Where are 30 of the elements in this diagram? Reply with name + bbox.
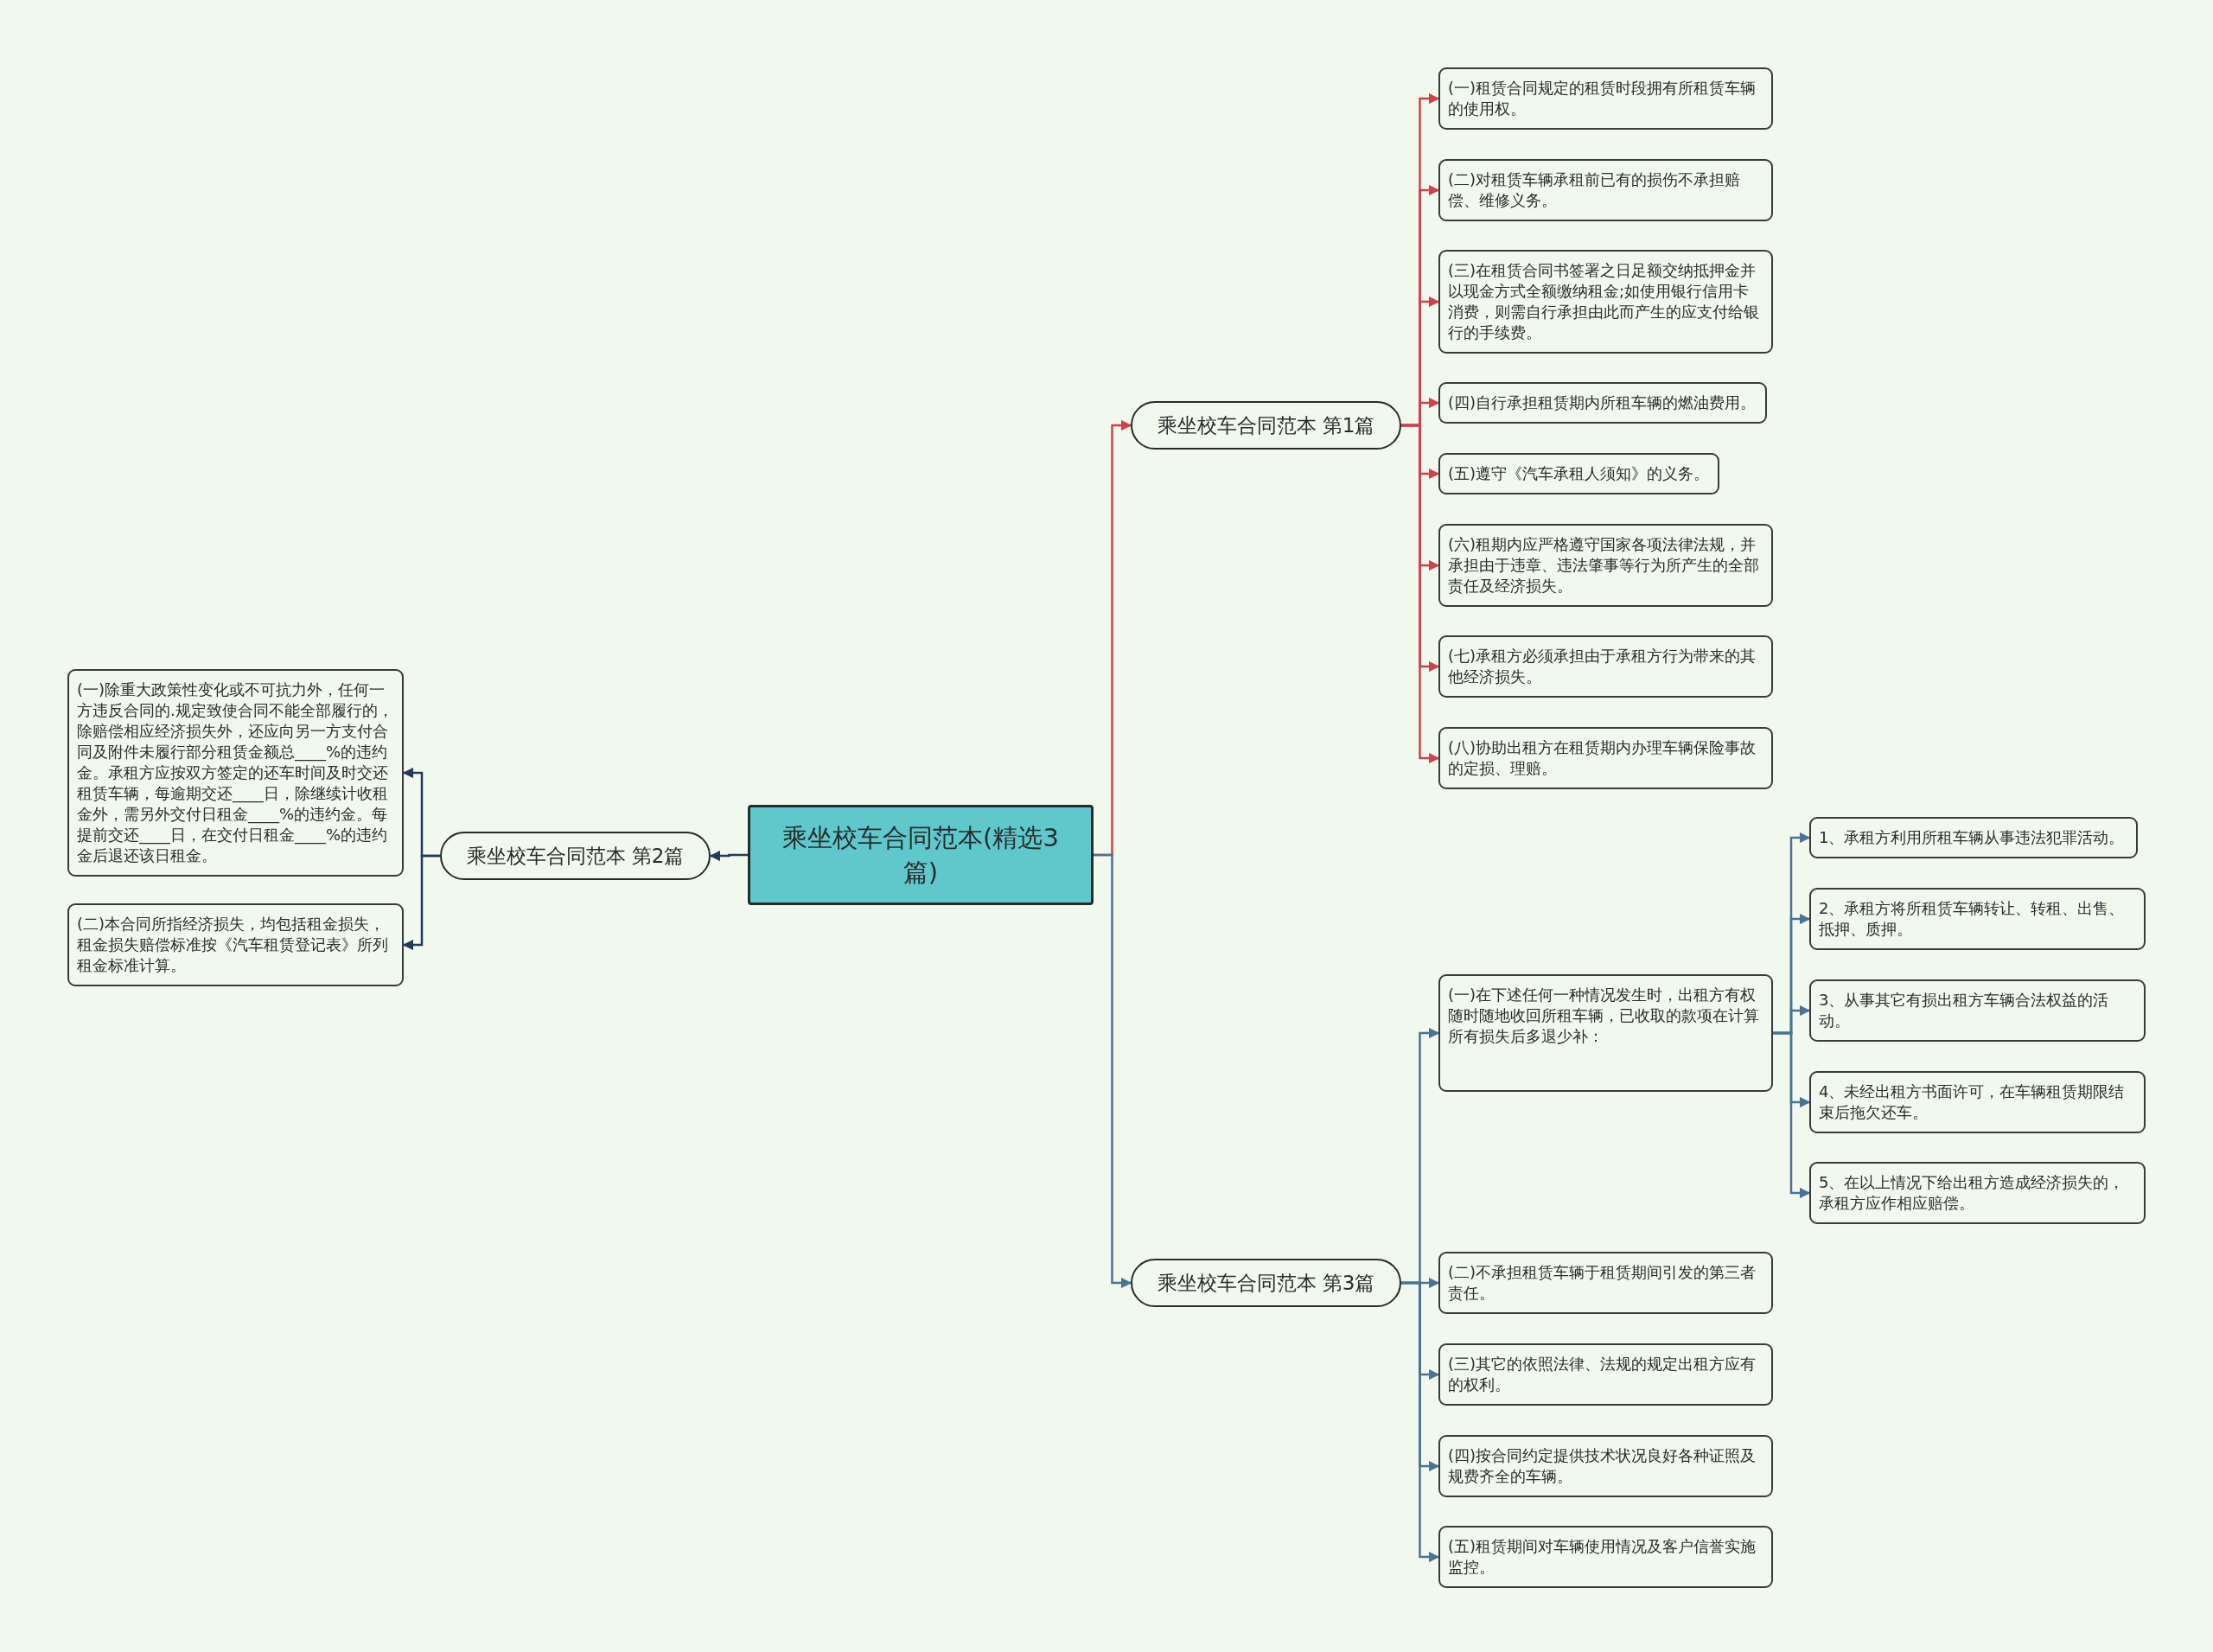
connector-arrow xyxy=(402,854,440,951)
text-box: (一)在下述任何一种情况发生时，出租方有权随时随地收回所租车辆，已收取的款项在计算所有损失后多退少补： xyxy=(1438,974,1773,1092)
text-box: (七)承租方必须承担由于承租方行为带来的其他经济损失。 xyxy=(1438,635,1773,698)
text-box: 2、承租方将所租赁车辆转让、转租、出售、抵押、质押。 xyxy=(1809,888,2146,950)
text-box: (一)租赁合同规定的租赁时段拥有所租赁车辆的使用权。 xyxy=(1438,67,1773,130)
connector-arrow xyxy=(709,850,748,862)
text-box: (五)遵守《汽车承租人须知》的义务。 xyxy=(1438,453,1719,494)
text-box: (五)租赁期间对车辆使用情况及客户信誉实施监控。 xyxy=(1438,1526,1773,1588)
text-box: 3、从事其它有损出租方车辆合法权益的活动。 xyxy=(1809,979,2146,1042)
text-box: 1、承租方利用所租车辆从事违法犯罪活动。 xyxy=(1809,817,2138,858)
text-box: (二)对租赁车辆承租前已有的损伤不承担赔偿、维修义务。 xyxy=(1438,159,1773,221)
connector-arrow xyxy=(1094,853,1132,1289)
branch-topic-box: 乘坐校车合同范本 第2篇 xyxy=(440,832,711,880)
text-box: (一)除重大政策性变化或不可抗力外，任何一方违反合同的.规定致使合同不能全部履行的，除赔偿相应经济损失外，还应向另一方支付合同及附件未履行部分租赁金额总____%的违约金。承租方应按双方签定的还车时间及时交还租赁车辆，每逾期交还____日，除继续计收租金外，需另外交付日租金____%的违约金。每提前交还____日，在交付日租金____%的违约金后退还该日租金。 xyxy=(67,669,404,877)
connector-arrow xyxy=(1401,424,1440,764)
text-box: 4、未经出租方书面许可，在车辆租赁期限结束后拖欠还车。 xyxy=(1809,1071,2146,1133)
text-box: (三)在租赁合同书签署之日足额交纳抵押金并以现金方式全额缴纳租金;如使用银行信用卡消费，则需自行承担由此而产生的应支付给银行的手续费。 xyxy=(1438,250,1773,354)
text-box: (八)协助出租方在租赁期内办理车辆保险事故的定损、理赔。 xyxy=(1438,727,1773,789)
text-box: (二)本合同所指经济损失，均包括租金损失，租金损失赔偿标准按《汽车租赁登记表》所列租金标准计算。 xyxy=(67,903,404,986)
text-box: (二)不承担租赁车辆于租赁期间引发的第三者责任。 xyxy=(1438,1252,1773,1314)
branch-topic-box: 乘坐校车合同范本 第1篇 xyxy=(1131,401,1401,450)
connector-arrow xyxy=(1401,1281,1440,1563)
branch-topic-box: 乘坐校车合同范本 第3篇 xyxy=(1131,1259,1401,1307)
text-box: (四)自行承担租赁期内所租车辆的燃油费用。 xyxy=(1438,382,1767,424)
central-topic-box: 乘坐校车合同范本(精选3篇) xyxy=(748,805,1094,905)
text-box: (四)按合同约定提供技术状况良好各种证照及规费齐全的车辆。 xyxy=(1438,1435,1773,1497)
text-box: (六)租期内应严格遵守国家各项法律法规，并承担由于违章、违法肇事等行为所产生的全部责任及经济损失。 xyxy=(1438,524,1773,607)
connector-arrow xyxy=(1773,1031,1811,1199)
text-box: (三)其它的依照法律、法规的规定出租方应有的权利。 xyxy=(1438,1343,1773,1406)
text-box: 5、在以上情况下给出租方造成经济损失的，承租方应作相应赔偿。 xyxy=(1809,1162,2146,1224)
